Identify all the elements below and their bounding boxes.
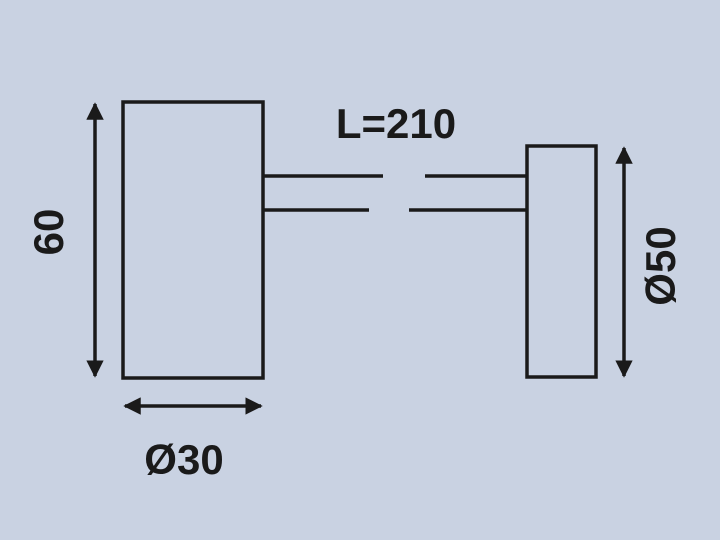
height-dimension-label: 60	[25, 209, 72, 256]
wall-base-box	[525, 144, 598, 379]
head-diameter-dimension-label: Ø30	[144, 436, 223, 483]
lamp-head-box	[121, 100, 265, 380]
length-dimension-label: L=210	[336, 100, 456, 147]
base-diameter-dimension-label: Ø50	[637, 226, 684, 305]
